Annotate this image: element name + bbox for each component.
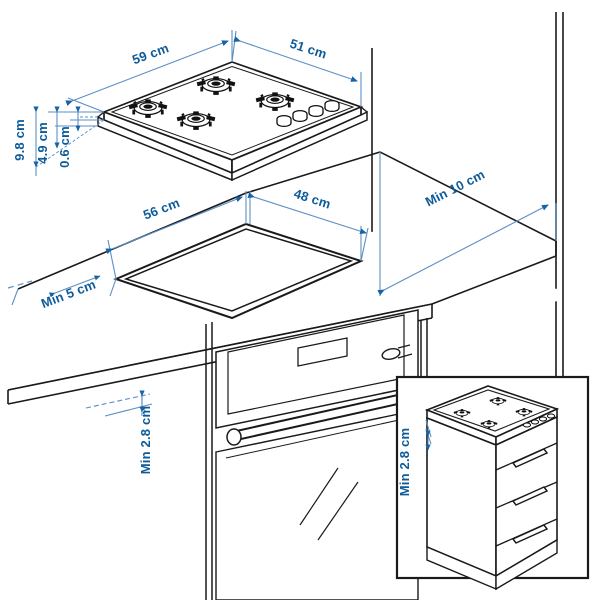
inset-thickness-dimension: [425, 419, 432, 451]
drawer-handle-1: [511, 448, 549, 468]
drawer-handle-2: [511, 486, 549, 506]
inset-knob-2: [530, 419, 540, 425]
hob-illustration: [97, 61, 368, 182]
hob-dimension-lines: [33, 30, 362, 176]
dim-label-4-9cm: 4.9 cm: [35, 122, 50, 164]
dim-label-0-6cm: 0.6 cm: [57, 126, 72, 168]
control-knobs[interactable]: [276, 99, 340, 128]
dim-label-min2-8cm-worktop: Min 2.8 cm: [138, 406, 153, 474]
inset-knob-3: [538, 416, 548, 422]
dim-label-9-8cm: 9.8 cm: [12, 119, 27, 161]
inset-control-knobs[interactable]: [522, 413, 556, 428]
drawer-handles[interactable]: [511, 448, 549, 544]
worktop-thickness-dimension: [85, 390, 153, 417]
built-in-oven: [205, 309, 428, 600]
worktop-illustration: [7, 151, 560, 405]
dim-label-min2-8cm-inset: Min 2.8 cm: [397, 428, 412, 496]
drawer-handle-3: [511, 524, 549, 544]
cutout-dimension-lines: [7, 152, 557, 306]
inset-panel: [395, 375, 590, 591]
inset-knob-1: [522, 422, 532, 428]
inset-knob-4: [546, 413, 556, 419]
hob-skirt-right: [231, 110, 368, 182]
